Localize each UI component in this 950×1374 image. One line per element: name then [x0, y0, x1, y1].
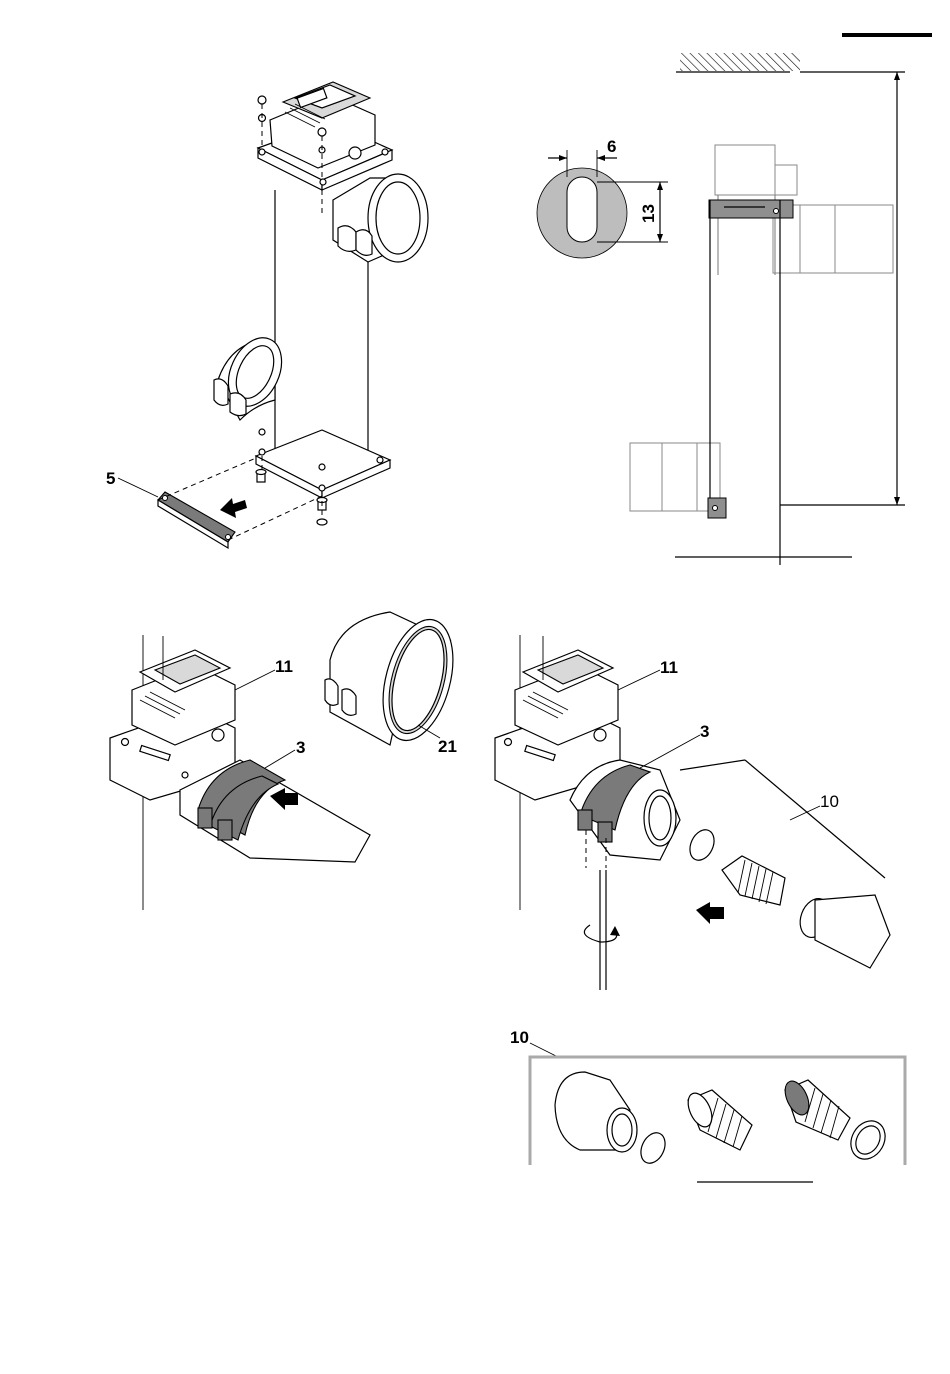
base-flange [256, 429, 390, 525]
dimension-height-label: 13 [639, 204, 658, 223]
callout-10-assembly: 10 [820, 792, 839, 811]
o-ring [685, 826, 718, 864]
callout-11-left: 11 [275, 657, 293, 676]
header-rule [842, 33, 932, 37]
callout-10-kit: 10 [510, 1028, 529, 1047]
removal-arrow-icon [220, 498, 247, 518]
callout-21: 21 [438, 737, 457, 756]
figure-slot-detail: 6 13 [537, 137, 668, 258]
hose-nipple [722, 856, 785, 905]
figure-adapter-kit: 10 [510, 1028, 905, 1182]
kit-o-ring [636, 1129, 669, 1167]
insert-arrow-icon-right [696, 902, 724, 924]
callout-3-right: 3 [700, 722, 709, 741]
callout-11-right: 11 [660, 658, 678, 677]
upper-outlet-ring [333, 174, 428, 262]
ceiling-hatch [680, 53, 800, 71]
figure-coupling-right: 11 3 10 [495, 635, 890, 990]
callout-5: 5 [106, 469, 115, 488]
pump-head-unit [258, 82, 392, 190]
kit-hose-nipple-2 [780, 1077, 850, 1140]
dimension-width-label: 6 [607, 137, 616, 156]
kit-hose-nipple-1 [683, 1089, 752, 1150]
figure-ring-21: 21 [325, 612, 465, 756]
lower-inlet-ring [214, 329, 292, 420]
figure-wall-mounting [630, 53, 905, 565]
figure-column-exploded: 5 [106, 82, 428, 548]
callout-3-left: 3 [296, 738, 305, 757]
